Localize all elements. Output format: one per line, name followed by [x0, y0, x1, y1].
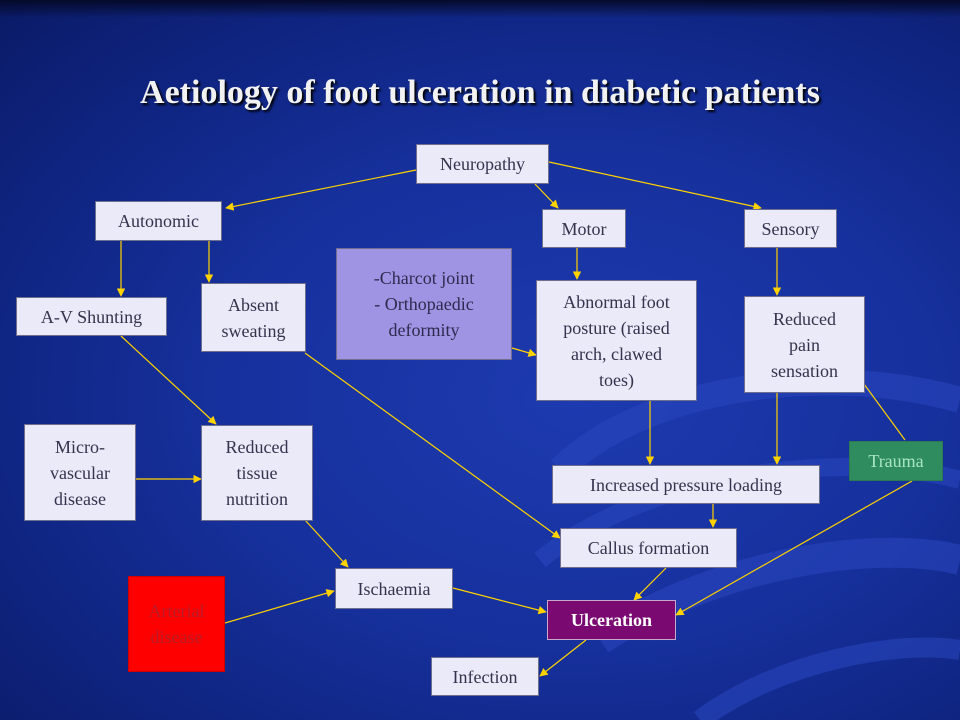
arrow-tissue-ischaemia — [304, 519, 349, 568]
node-av-shunting: A-V Shunting — [16, 297, 167, 336]
arrow-neuropathy-autonomic — [225, 169, 417, 211]
arrow-arterial-ischaemia — [224, 589, 335, 624]
node-ulceration: Ulceration — [547, 600, 676, 640]
node-abnormal-foot-posture: Abnormal foot posture (raised arch, claw… — [536, 280, 697, 401]
line-pain-trauma — [863, 383, 906, 441]
node-callus-formation: Callus formation — [560, 528, 737, 568]
node-absent-sweating: Absent sweating — [201, 283, 306, 352]
arrow-ischaemia-ulceration — [452, 587, 547, 615]
arrow-callus-ulceration — [633, 567, 667, 601]
node-motor: Motor — [542, 209, 626, 248]
arrow-sweating-callus — [304, 352, 561, 539]
top-band — [0, 0, 960, 18]
arrow-avshunting-tissue — [120, 335, 217, 425]
node-infection: Infection — [431, 657, 539, 696]
node-charcot-deformity: -Charcot joint - Orthopaedic deformity — [336, 248, 512, 360]
node-increased-pressure-loading: Increased pressure loading — [552, 465, 820, 504]
node-trauma: Trauma — [849, 441, 943, 481]
node-neuropathy: Neuropathy — [416, 144, 549, 184]
node-reduced-pain-sensation: Reduced pain sensation — [744, 296, 865, 393]
node-ischaemia: Ischaemia — [335, 568, 453, 609]
page-title: Aetiology of foot ulceration in diabetic… — [140, 74, 820, 111]
node-arterial-disease: Arterial disease — [128, 576, 225, 672]
arrow-trauma-ulceration — [675, 480, 913, 616]
node-autonomic: Autonomic — [95, 201, 222, 241]
arrow-ulceration-infection — [539, 639, 587, 677]
node-sensory: Sensory — [744, 209, 837, 248]
arrow-charcot-posture — [511, 347, 537, 357]
arrow-neuropathy-sensory — [548, 161, 762, 211]
arrow-neuropathy-motor — [534, 183, 559, 209]
node-reduced-tissue-nutrition: Reduced tissue nutrition — [201, 425, 313, 521]
node-microvascular-disease: Micro- vascular disease — [24, 424, 136, 521]
